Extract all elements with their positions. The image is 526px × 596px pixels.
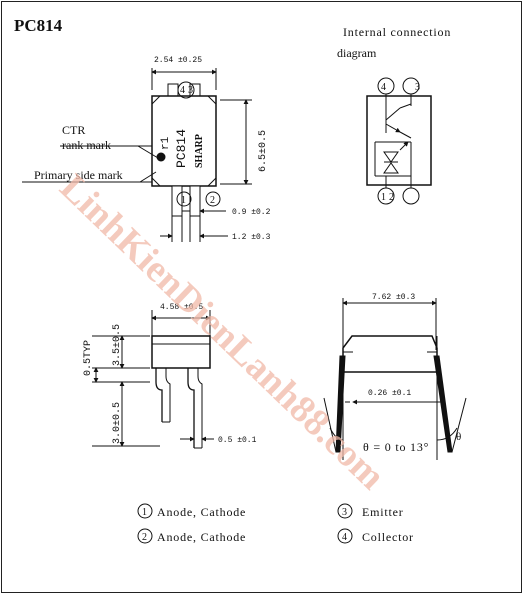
rank-marking: r1	[160, 136, 172, 150]
pin-legend	[137, 503, 353, 544]
lead-pitch-dim: 1.2 ±0.3	[232, 233, 271, 242]
lead-length-dim: 3.0±0.5	[112, 402, 123, 444]
legend-label-1: Anode, Cathode	[157, 505, 246, 519]
pin-3-top: 3	[188, 85, 193, 96]
span-dim: 7.62 ±0.3	[372, 293, 415, 302]
lead-thickness-dim: 0.5 ±0.1	[218, 436, 257, 445]
part-title: PC814	[14, 16, 63, 35]
ctr-label: CTR	[62, 123, 85, 137]
legend-label-3: Emitter	[362, 505, 404, 519]
lead-thick-dim: 0.26 ±0.1	[368, 389, 411, 398]
legend-num-2: 2	[142, 532, 147, 543]
pin-4-internal: 4	[381, 82, 386, 93]
pin-3-internal: 3	[415, 82, 420, 93]
body-height-dim: 3.5±0.5	[112, 324, 123, 366]
pin-1-top: 1	[181, 195, 186, 206]
top-view	[22, 68, 252, 242]
primary-dot	[156, 152, 166, 162]
pin-4-top: 4	[180, 85, 185, 96]
pin-2-top: 2	[210, 195, 215, 206]
internal-title: Internal connection	[343, 25, 451, 39]
pitch-dim: 2.54 ±0.25	[154, 56, 202, 65]
lead-width-dim: 0.9 ±0.2	[232, 208, 271, 217]
pin-1-internal: 1	[381, 192, 386, 203]
width-dim: 6.5±0.5	[258, 130, 269, 172]
theta-right: θ	[456, 431, 461, 443]
typ-dim: 0.5TYP	[83, 340, 94, 376]
chip-marking: PC814	[174, 129, 189, 168]
legend-num-3: 3	[342, 507, 347, 518]
rank-mark-label: rank mark	[62, 138, 111, 152]
brand-marking: SHARP	[194, 134, 205, 168]
legend-num-1: 1	[142, 507, 147, 518]
internal-schematic	[366, 77, 432, 205]
pin-2-internal: 2	[389, 192, 394, 203]
legend-label-2: Anode, Cathode	[157, 530, 246, 544]
legend-label-4: Collector	[362, 530, 414, 544]
side-view	[92, 310, 214, 449]
end-view	[323, 298, 467, 460]
primary-side-label: Primary side mark	[34, 168, 123, 182]
internal-title-2: diagram	[337, 46, 377, 60]
angle-range: θ = 0 to 13°	[363, 440, 429, 454]
watermark: LinhKienDienLanh88.com	[52, 166, 393, 498]
side-width-dim: 4.58 ±0.5	[160, 303, 203, 312]
legend-num-4: 4	[342, 532, 347, 543]
theta-left: θ	[336, 431, 341, 443]
